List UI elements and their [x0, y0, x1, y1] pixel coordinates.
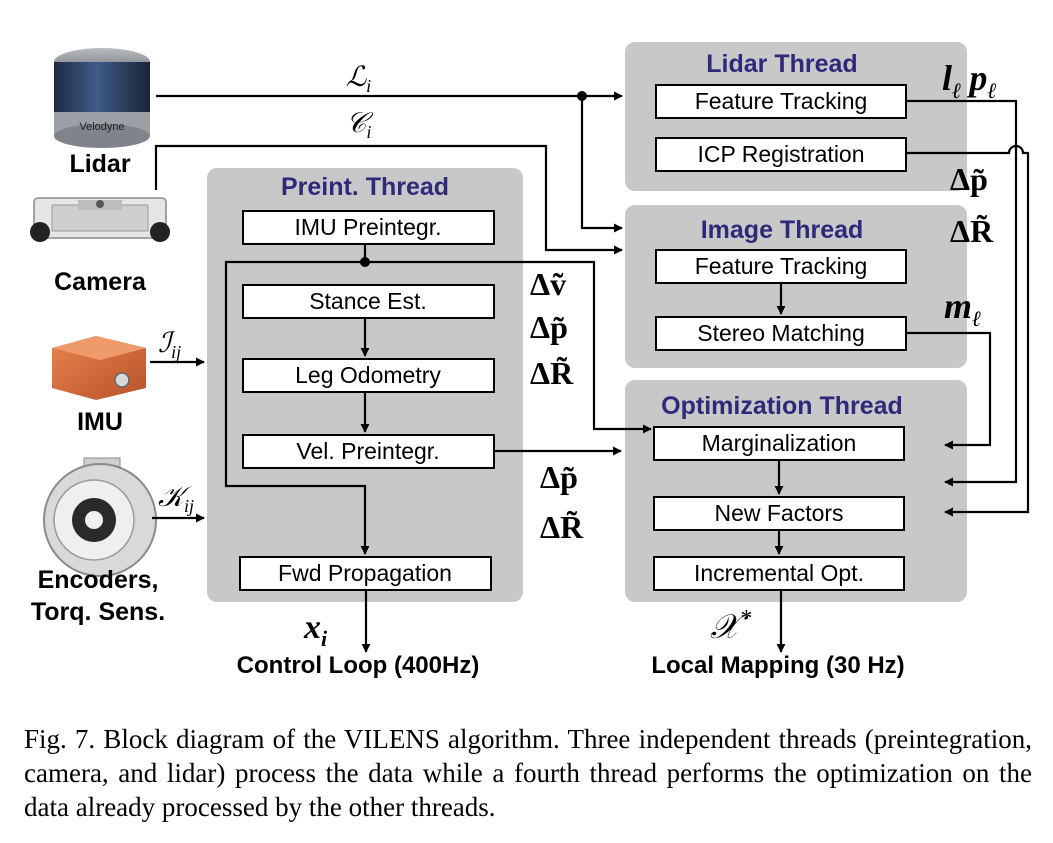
lidar-thread-title: Lidar Thread	[706, 50, 857, 78]
image-thread-title: Image Thread	[701, 216, 864, 244]
preint-dv-signal-label: Δṽ	[530, 266, 566, 302]
stereo-matching-box	[655, 316, 907, 351]
camera-label: Camera	[54, 268, 147, 296]
icp-dp-signal-label: Δp̃	[950, 161, 988, 197]
lidar-sensor-icon: Velodyne	[54, 48, 150, 148]
vel-preintegr-label: Vel. Preintegr.	[296, 438, 439, 464]
lidar-to-image-line	[580, 96, 623, 233]
lidar-feature-tracking-label: Feature Tracking	[695, 88, 868, 114]
imu-signal-label: ℐij	[158, 328, 181, 362]
vel-dr-signal-label: ΔR̃	[540, 509, 584, 545]
preint-to-optimization-line	[365, 260, 652, 434]
optimization-output-signal-label: 𝒳*	[710, 606, 751, 646]
icp-registration-box	[655, 137, 907, 172]
fwd-propagation-label: Fwd Propagation	[278, 560, 452, 586]
incremental-opt-label: Incremental Opt.	[694, 560, 864, 586]
preint-thread-title: Preint. Thread	[281, 173, 449, 201]
encoders-label-line1: Encoders,	[38, 566, 159, 594]
preint-loop-line	[224, 260, 370, 555]
stereo-to-optimization-line	[906, 331, 992, 450]
icp-to-optimization-line	[906, 144, 1030, 517]
encoders-label-line2: Torq. Sens.	[31, 598, 165, 626]
stance-est-box	[242, 284, 495, 319]
optimization-thread-title: Optimization Thread	[661, 392, 903, 420]
camera-signal-label: 𝒞i	[346, 108, 374, 142]
stance-est-label: Stance Est.	[309, 288, 427, 314]
leg-odometry-box	[242, 358, 495, 393]
vel-dp-signal-label: Δp̃	[540, 459, 578, 495]
encoder-signal-label: 𝒦ij	[158, 482, 194, 516]
control-loop-label: Control Loop (400Hz)	[237, 652, 480, 679]
lidar-label: Lidar	[69, 150, 130, 178]
encoder-sensor-icon	[43, 457, 157, 577]
image-output-signal-label: mℓ	[944, 286, 981, 331]
local-mapping-label: Local Mapping (30 Hz)	[651, 652, 904, 679]
icp-registration-label: ICP Registration	[697, 141, 864, 167]
marginalization-box	[653, 426, 905, 461]
icp-dr-signal-label: ΔR̃	[950, 213, 994, 249]
camera-input-line	[154, 144, 623, 255]
incremental-opt-box	[653, 556, 905, 591]
new-factors-box	[653, 496, 905, 531]
marginalization-label: Marginalization	[702, 430, 857, 456]
vilens-block-diagram: Velodyne Lidar Camera IMU Encoders, Torq…	[30, 42, 1030, 679]
figure-caption: Fig. 7. Block diagram of the VILENS algo…	[24, 724, 1032, 822]
imu-preintegr-label: IMU Preintegr.	[295, 214, 442, 240]
imu-label: IMU	[77, 408, 123, 436]
new-factors-label: New Factors	[714, 500, 843, 526]
stereo-matching-label: Stereo Matching	[697, 320, 864, 346]
camera-sensor-icon	[30, 197, 170, 242]
imu-preintegr-box	[242, 210, 495, 245]
image-feature-tracking-label: Feature Tracking	[695, 253, 868, 279]
preint-dr-signal-label: ΔR̃	[530, 355, 574, 391]
image-feature-tracking-box	[655, 249, 907, 284]
leg-odometry-label: Leg Odometry	[295, 362, 441, 388]
lidar-feature-to-optimization-line	[906, 99, 1018, 487]
state-output-signal-label: xi	[303, 609, 328, 651]
imu-sensor-icon	[52, 336, 146, 400]
preint-dp-signal-label: Δp̃	[530, 309, 568, 345]
lidar-brand-text: Velodyne	[79, 121, 124, 133]
lidar-signal-label: ℒi	[346, 62, 371, 96]
fwd-propagation-box	[239, 556, 492, 591]
